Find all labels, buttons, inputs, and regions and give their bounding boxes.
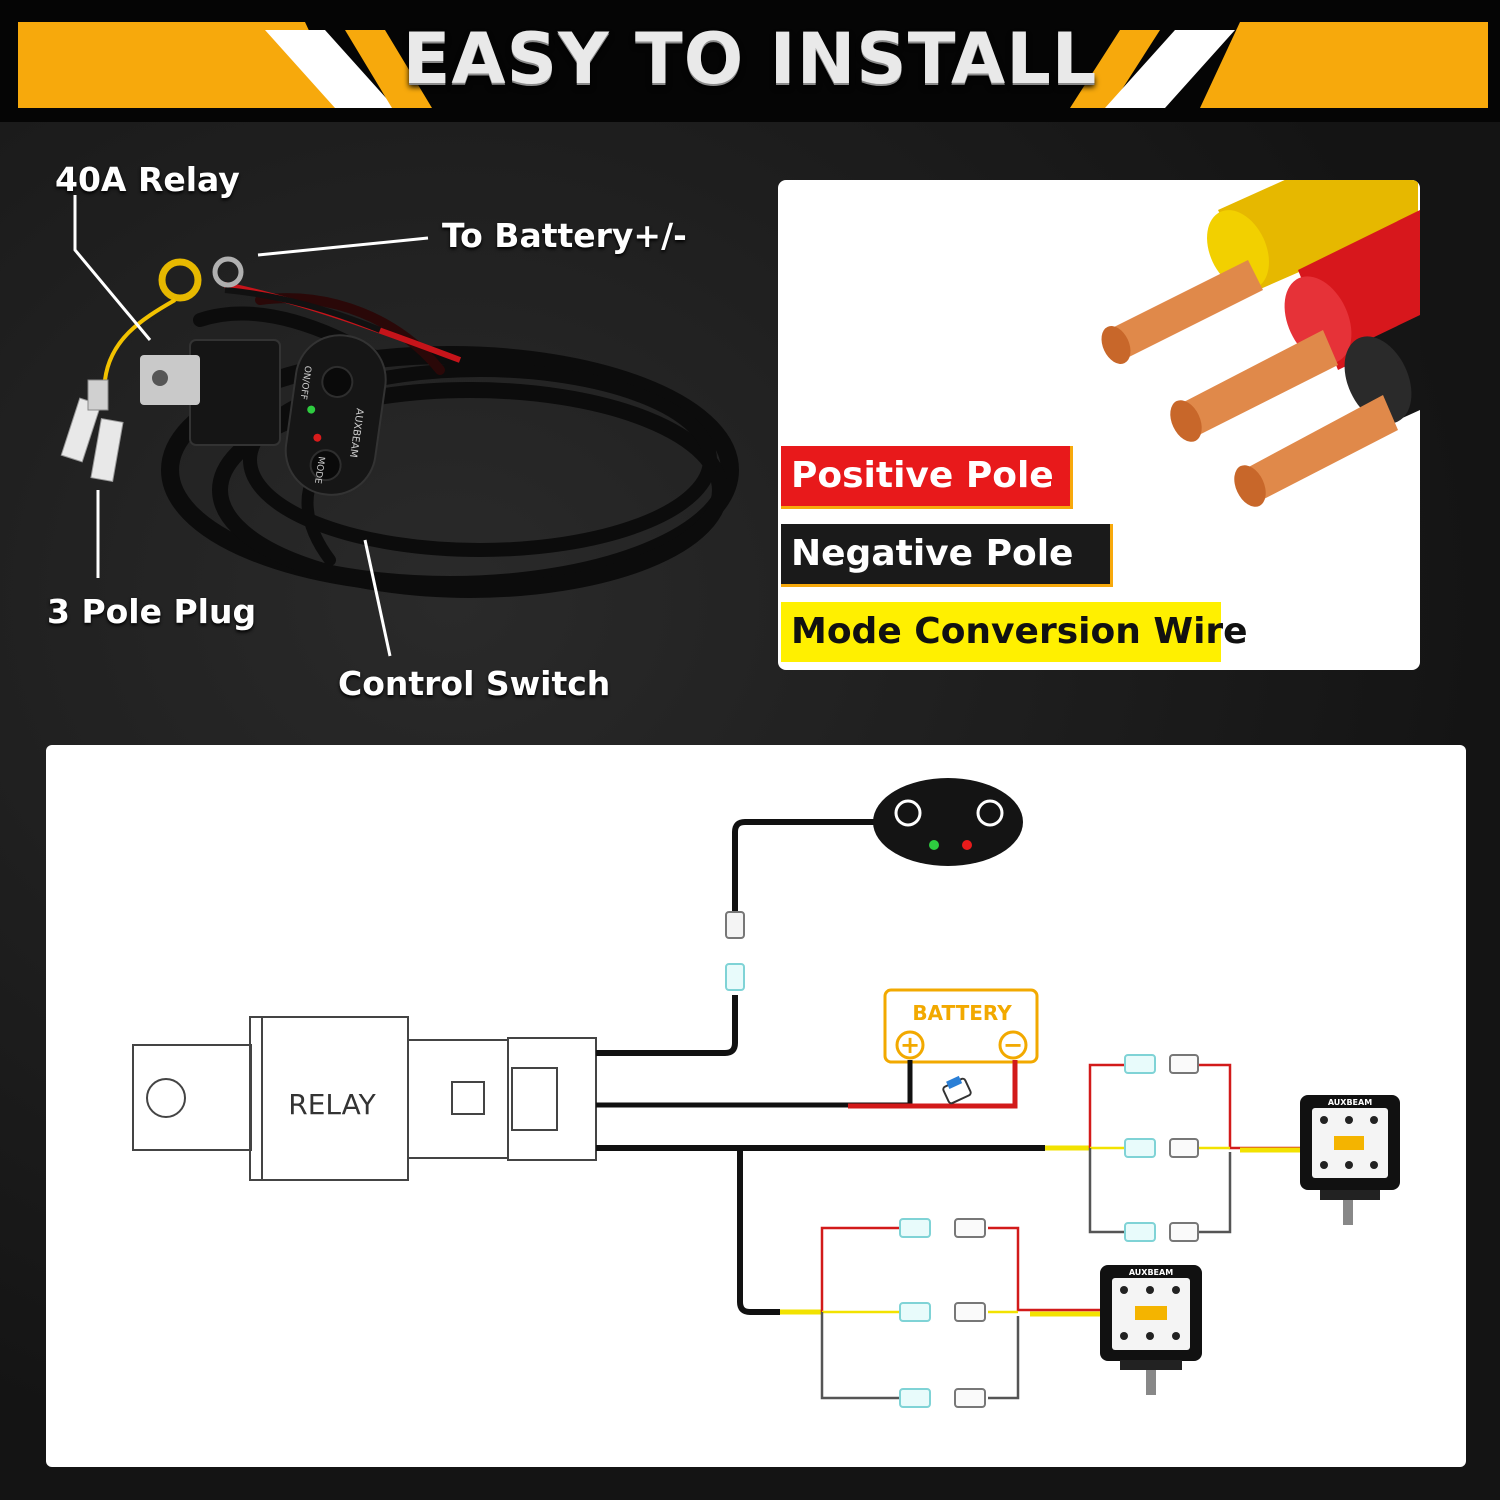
light-pod-2-brand: AUXBEAM [1129,1268,1173,1277]
fuse-icon [942,1075,972,1105]
relay-diagram [132,1016,597,1181]
mode-wire-label: Mode Conversion Wire [781,602,1248,662]
switch-mode-label: MODE [312,456,326,485]
switch-connector-male [725,911,745,939]
wiring-harness-illustration: AUXBEAM ON/OFF MODE [60,195,739,657]
black-wire [224,287,382,333]
three-pole-plug [60,379,124,483]
title-banner: EASY TO INSTALL [0,0,1500,122]
relay-block [189,339,281,446]
light1-harness [1045,1063,1300,1234]
battery-callout-line [257,236,429,257]
wire-cross-section [1101,180,1420,507]
mode-button [309,449,342,482]
battery-minus-sign: − [1003,1031,1023,1059]
relay-bracket [140,355,200,405]
red-led [313,433,322,442]
battery-label: BATTERY [912,1001,1012,1025]
banner-stripes [18,22,1488,108]
ring-terminal [212,256,244,288]
negative-pole-label: Negative Pole [781,524,1113,587]
light-pod-1 [1300,1095,1400,1225]
wiring-diagram: RELAY BATTERY + − [132,778,1400,1408]
battery-positive-wire [596,1060,913,1108]
relay-label: RELAY [288,1088,376,1121]
power-button [321,365,354,398]
plug-callout: 3 Pole Plug [47,592,257,631]
switch-wire-upper [732,819,880,912]
switch-red-led [962,840,972,850]
light2-harness [780,1226,1100,1400]
control-switch: AUXBEAM ON/OFF MODE [284,334,387,496]
wiring-diagram-panel: RELAY BATTERY + − [46,745,1466,1467]
cable-loop [243,363,717,557]
battery-positive-terminal [895,1030,925,1060]
battery-negative-terminal [998,1030,1028,1060]
yellow-wire [103,298,176,381]
wire-legend-panel: Positive Pole Negative Pole Mode Convers… [778,180,1420,670]
battery-plus-sign: + [900,1031,920,1059]
switch-connector-female [725,963,745,991]
green-led [307,405,316,414]
battery-red-wire [848,1060,1018,1109]
relay-callout: 40A Relay [55,160,240,199]
light1-connectors [1124,1054,1199,1242]
switch-callout: Control Switch [338,664,611,703]
switch-power-button [894,799,922,827]
ring-terminal [158,258,202,302]
light2-connectors [899,1218,986,1408]
battery [883,988,1039,1064]
switch-mode-button [976,799,1004,827]
page-title: EASY TO INSTALL [402,18,1098,100]
positive-pole-label: Positive Pole [781,446,1073,509]
diagram-control-switch [873,778,1023,866]
mode-wire [1101,180,1418,364]
second-light-feed-wire [735,1145,780,1315]
battery-callout: To Battery+/- [442,216,687,255]
switch-green-led [929,840,939,850]
switch-callout-line [363,539,392,657]
switch-power-label: ON/OFF [298,365,313,400]
light-pod-2 [1100,1265,1202,1395]
switch-wire-lower [596,995,738,1056]
light-pod-1-brand: AUXBEAM [1328,1098,1372,1107]
negative-wire [1234,315,1420,507]
relay-callout-line [73,195,152,341]
bracket-hole [152,370,168,386]
cable-loop [212,382,728,598]
